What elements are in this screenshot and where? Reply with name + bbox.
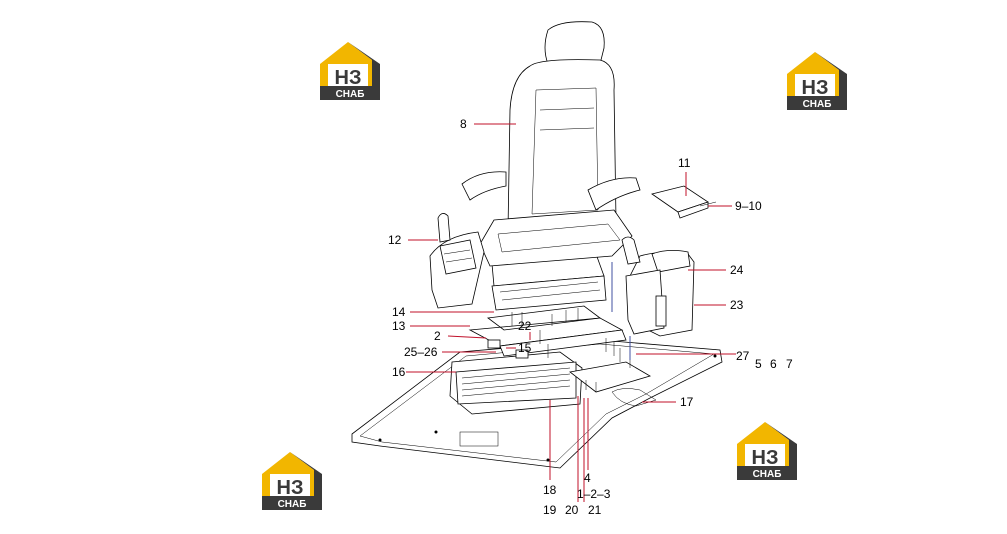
label-15: 15 bbox=[518, 341, 532, 355]
label-21: 21 bbox=[588, 503, 602, 517]
leader-lines bbox=[406, 123, 736, 502]
label-2: 2 bbox=[434, 329, 441, 343]
label-25-26: 25–26 bbox=[404, 345, 438, 359]
logo-word: СНАБ bbox=[278, 499, 307, 510]
label-24: 24 bbox=[730, 263, 744, 277]
label-11: 11 bbox=[678, 156, 691, 170]
bolts-group bbox=[487, 308, 631, 392]
label-19: 19 bbox=[543, 503, 557, 517]
label-9-10: 9–10 bbox=[735, 199, 762, 213]
label-16: 16 bbox=[392, 365, 406, 379]
label-18: 18 bbox=[543, 483, 557, 497]
label-14: 14 bbox=[392, 305, 406, 319]
logo-letters: НЗ bbox=[802, 77, 829, 99]
label-7: 7 bbox=[786, 357, 793, 371]
label-27: 27 bbox=[736, 349, 750, 363]
front-cover-grille bbox=[449, 351, 583, 415]
logo-letters: НЗ bbox=[752, 447, 779, 469]
label-4: 4 bbox=[584, 471, 591, 485]
logo-letters: НЗ bbox=[335, 67, 362, 89]
label-13: 13 bbox=[392, 319, 406, 333]
seat-base-plate bbox=[468, 305, 652, 393]
operator-seat bbox=[461, 21, 641, 267]
label-12: 12 bbox=[388, 233, 402, 247]
label-6: 6 bbox=[770, 357, 777, 371]
logo-bottom-right: НЗ СНАБ bbox=[737, 422, 797, 480]
left-control-console bbox=[429, 213, 485, 309]
leader-2 bbox=[447, 335, 487, 339]
logo-top-left: НЗ СНАБ bbox=[320, 42, 380, 100]
label-8: 8 bbox=[460, 117, 467, 131]
label-5: 5 bbox=[755, 357, 762, 371]
part-labels: 8 11 9–10 12 24 23 14 13 22 2 15 25–26 2… bbox=[388, 117, 793, 517]
label-20: 20 bbox=[565, 503, 579, 517]
label-22: 22 bbox=[518, 319, 532, 333]
logo-word: СНАБ bbox=[803, 99, 832, 110]
logo-bottom-left: НЗ СНАБ bbox=[262, 452, 322, 510]
logo-word: СНАБ bbox=[753, 469, 782, 480]
logo-top-right: НЗ СНАБ bbox=[787, 52, 847, 110]
label-1-2-3: 1–2–3 bbox=[577, 487, 611, 501]
logo-word: СНАБ bbox=[336, 89, 365, 100]
logo-letters: НЗ bbox=[277, 477, 304, 499]
label-17: 17 bbox=[680, 395, 694, 409]
handrail-bracket bbox=[651, 185, 717, 219]
label-23: 23 bbox=[730, 298, 744, 312]
right-control-console bbox=[621, 236, 695, 337]
